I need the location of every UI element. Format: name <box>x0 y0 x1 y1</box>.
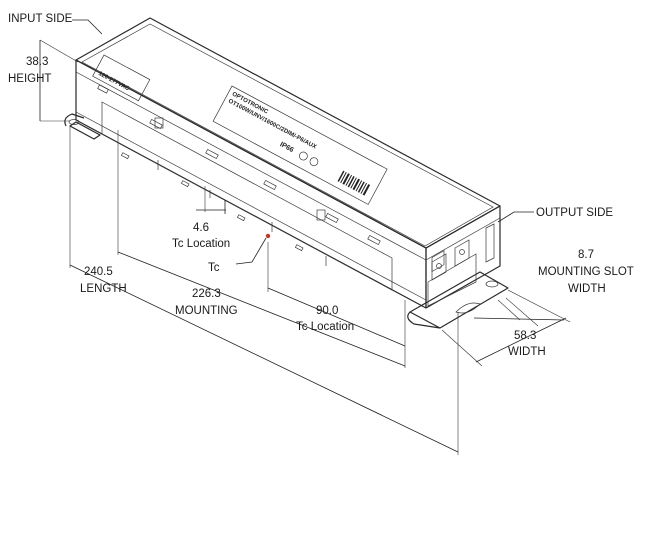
output-mounting-flange <box>407 271 509 329</box>
length-name: LENGTH <box>80 283 127 295</box>
tc-label: Tc <box>208 262 220 274</box>
length-value: 240.5 <box>84 266 113 278</box>
slot-value: 8.7 <box>578 249 594 261</box>
width-value: 58.3 <box>514 330 536 342</box>
tc-small-value: 4.6 <box>193 222 209 234</box>
mounting-name: MOUNTING <box>175 305 238 317</box>
dimension-lines <box>39 19 571 455</box>
mounting-value: 226.3 <box>192 288 221 300</box>
ul-mark-icon <box>299 151 308 161</box>
barcode <box>337 170 371 196</box>
tc-small-name: Tc Location <box>172 238 230 250</box>
height-value: 38.3 <box>26 56 48 68</box>
tc-large-name: Tc Location <box>296 321 354 333</box>
label-ip-rating: IP66 <box>279 141 295 154</box>
input-side-label-text: INPUT SIDE <box>8 13 73 25</box>
slot-name-1: MOUNTING SLOT <box>538 266 634 278</box>
slot-name-2: WIDTH <box>568 283 606 295</box>
output-terminal-blocks <box>427 239 477 307</box>
height-name: HEIGHT <box>8 73 51 85</box>
output-side-label-text: OUTPUT SIDE <box>536 207 613 219</box>
tc-point <box>265 233 271 239</box>
width-name: WIDTH <box>508 346 546 358</box>
front-face-features <box>97 84 381 266</box>
tc-large-value: 90.0 <box>316 305 338 317</box>
cert-mark-icon <box>309 157 319 167</box>
input-mounting-flange <box>64 113 101 140</box>
dimension-labels: INPUT SIDE 38.3 HEIGHT 4.6 Tc Location T… <box>8 13 634 358</box>
label-voltage: 120-277VAC <box>97 71 131 93</box>
driver-housing <box>75 17 501 309</box>
